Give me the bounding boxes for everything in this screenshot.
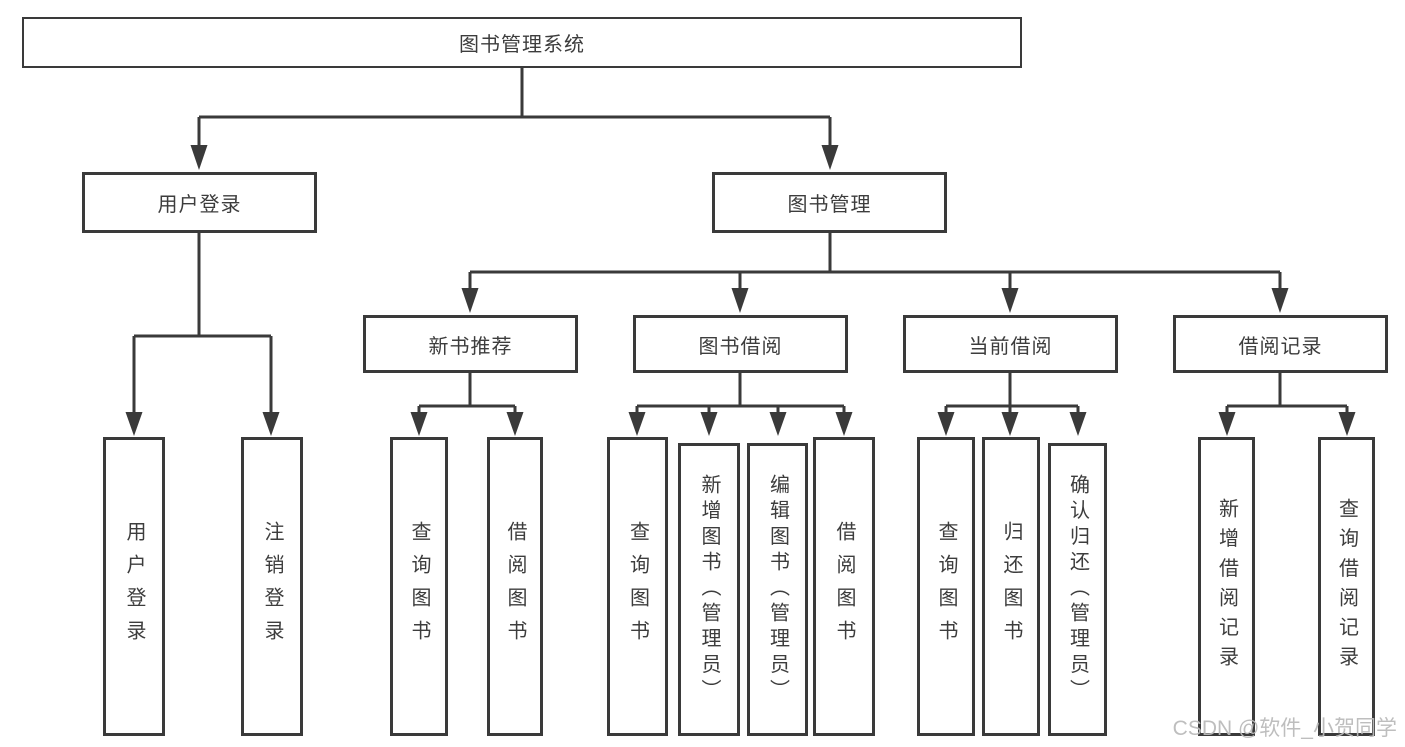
node-logout-leaf: 注销登录 bbox=[241, 437, 303, 736]
arrow-icon bbox=[700, 412, 718, 436]
node-borrow-books-2: 借阅图书 bbox=[813, 437, 875, 736]
arrow-icon bbox=[769, 412, 787, 436]
arrow-icon bbox=[262, 412, 280, 436]
node-label: 查询图书 bbox=[935, 520, 957, 653]
node-label: 查询图书 bbox=[626, 520, 649, 653]
node-query-borrow-record: 查询借阅记录 bbox=[1318, 437, 1375, 736]
node-borrow-books-1: 借阅图书 bbox=[487, 437, 543, 736]
node-label: 用户登录 bbox=[123, 520, 145, 653]
arrow-icon bbox=[1001, 412, 1019, 436]
node-label: 图书管理系统 bbox=[459, 34, 585, 56]
arrow-icon bbox=[461, 288, 479, 313]
node-label: 用户登录 bbox=[157, 194, 242, 216]
node-confirm-return-admin: 确认归还（管理员） bbox=[1048, 443, 1107, 736]
edge-current-group bbox=[944, 373, 1080, 414]
node-label: 新增借阅记录 bbox=[1215, 497, 1238, 676]
arrow-icon bbox=[1271, 288, 1289, 313]
node-label: 确认归还（管理员） bbox=[1066, 474, 1089, 705]
node-edit-book-admin: 编辑图书（管理员） bbox=[747, 443, 808, 736]
edge-newbook-group bbox=[417, 373, 517, 414]
node-user-login: 用户登录 bbox=[82, 172, 317, 233]
arrow-icon bbox=[1069, 412, 1087, 436]
node-label: 图书管理 bbox=[787, 194, 872, 216]
node-label: 归还图书 bbox=[1000, 520, 1022, 653]
arrow-icon bbox=[190, 145, 208, 170]
node-borrow-records: 借阅记录 bbox=[1173, 315, 1388, 373]
arrow-icon bbox=[821, 145, 839, 170]
node-return-books: 归还图书 bbox=[982, 437, 1040, 736]
arrow-icon bbox=[731, 288, 749, 313]
node-label: 图书借阅 bbox=[698, 335, 783, 358]
node-label: 新增图书（管理员） bbox=[698, 474, 720, 705]
node-query-books-1: 查询图书 bbox=[390, 437, 448, 736]
node-label: 借阅图书 bbox=[504, 520, 526, 653]
arrow-icon bbox=[628, 412, 646, 436]
node-label: 借阅图书 bbox=[833, 520, 855, 653]
edge-root-to-level2 bbox=[197, 68, 832, 147]
node-label: 编辑图书（管理员） bbox=[766, 474, 789, 705]
node-book-borrow: 图书借阅 bbox=[633, 315, 848, 373]
node-label: 当前借阅 bbox=[968, 335, 1053, 358]
node-label: 新书推荐 bbox=[428, 335, 513, 358]
node-new-book-recommend: 新书推荐 bbox=[363, 315, 578, 373]
node-label: 查询图书 bbox=[408, 520, 430, 653]
node-query-books-2: 查询图书 bbox=[607, 437, 668, 736]
arrow-icon bbox=[937, 412, 955, 436]
node-user-login-leaf: 用户登录 bbox=[103, 437, 165, 736]
node-label: 借阅记录 bbox=[1238, 335, 1323, 358]
edge-book-mgmt-group bbox=[468, 233, 1282, 290]
arrow-icon bbox=[1001, 288, 1019, 313]
watermark: CSDN @软件_小贺同学 bbox=[1172, 717, 1397, 740]
arrow-icon bbox=[835, 412, 853, 436]
arrow-icon bbox=[1338, 412, 1356, 436]
node-label: 查询借阅记录 bbox=[1335, 497, 1358, 676]
node-query-books-3: 查询图书 bbox=[917, 437, 975, 736]
edge-user-login-group bbox=[132, 233, 273, 414]
arrow-icon bbox=[410, 412, 428, 436]
node-add-borrow-record: 新增借阅记录 bbox=[1198, 437, 1255, 736]
node-current-borrow: 当前借阅 bbox=[903, 315, 1118, 373]
arrow-icon bbox=[1218, 412, 1236, 436]
arrow-icon bbox=[125, 412, 143, 436]
node-library-system: 图书管理系统 bbox=[22, 17, 1022, 68]
node-label: 注销登录 bbox=[261, 520, 283, 653]
edge-borrow-group bbox=[635, 373, 846, 414]
node-add-book-admin: 新增图书（管理员） bbox=[678, 443, 740, 736]
node-book-management: 图书管理 bbox=[712, 172, 947, 233]
edge-records-group bbox=[1225, 373, 1349, 414]
arrow-icon bbox=[506, 412, 524, 436]
